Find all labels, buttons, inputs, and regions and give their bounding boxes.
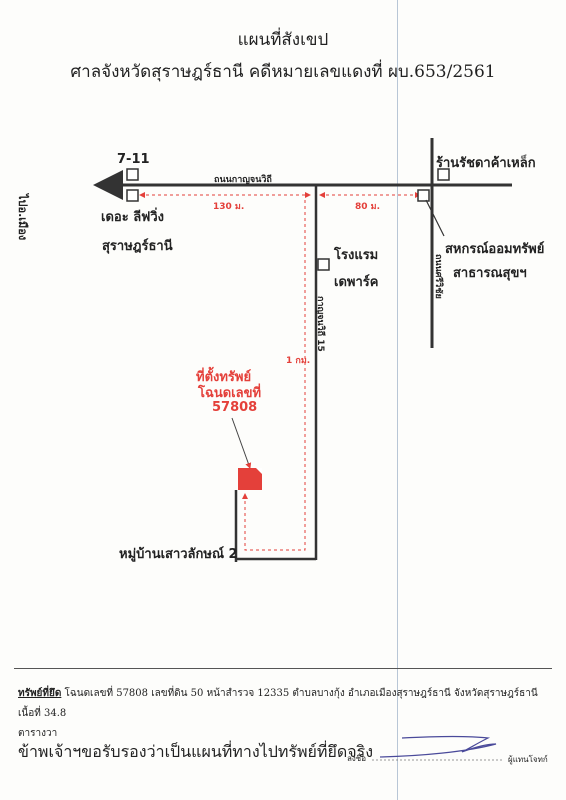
page-subtitle: ศาลจังหวัดสุราษฎร์ธานี คดีหมายเลขแดงที่ … [70,62,496,82]
page-fold-line [397,0,398,800]
coop-marker [417,189,430,202]
property-marker [238,468,262,490]
property-marker-fold [256,468,262,474]
seized-property-text: โฉนดเลขที่ 57808 เลขที่ดิน 50 หน้าสำรวจ … [18,688,538,719]
label-distance-1km: 1 กม. [286,356,311,366]
label-the-living: เดอะ ลีฟวิ่ง [101,210,165,225]
hardware-shop-marker [437,168,450,181]
property-pointer-line [231,417,252,469]
coop-pointer-line [425,199,445,237]
label-hotel-line1: โรงแรม [334,248,379,263]
seized-property-description: ทรัพย์ที่ยึด โฉนดเลขที่ 57808 เลขที่ดิน … [18,684,548,744]
distance-1km-line [242,200,306,551]
certification-text: ข้าพเจ้าฯขอรับรองว่าเป็นแผนที่ทางไปทรัพย… [18,742,373,761]
label-soi-road: กาญจนวิถี 15 [315,296,325,352]
label-hardware-shop: ร้านรัชดาค้าเหล็ก [436,156,536,171]
label-the-living-city: สุราษฎร์ธานี [102,239,173,254]
label-seven-eleven: 7-11 [117,152,150,167]
signer-label: ผู้แทนโจทก์ [508,755,548,764]
label-property-deed-number: 57808 [212,400,258,415]
hotel-marker [317,258,330,271]
seized-property-key: ทรัพย์ที่ยึด [18,688,62,699]
label-property-line1: ที่ตั้งทรัพย์ [196,370,252,385]
label-main-road: ถนนกาญจนวิถี [214,175,272,185]
seven-eleven-marker [126,168,139,181]
signature-scribble [379,735,497,758]
label-coop-line1: สหกรณ์ออมทรัพย์ [445,242,545,257]
sign-label: ลงชื่อ [347,754,367,763]
the-living-marker [126,189,139,202]
label-village-road: หมู่บ้านเสาวลักษณ์ 2 [119,547,238,562]
footer-divider [14,668,552,669]
label-side-road: ถนนศรีวิชัย [433,254,443,299]
page-title: แผนที่สังเขป [237,30,329,50]
label-property-line2: โฉนดเลขที่ [198,386,262,401]
label-distance-80: 80 ม. [355,202,381,212]
label-hotel-line2: เดพาร์ค [334,275,379,290]
label-coop-line2: สาธารณสุขฯ [453,266,527,281]
label-distance-130: 130 ม. [213,202,245,212]
seized-property-text-line2: ตารางวา [18,728,58,739]
label-direction-muang: ไปอ.เมือง [16,194,29,241]
